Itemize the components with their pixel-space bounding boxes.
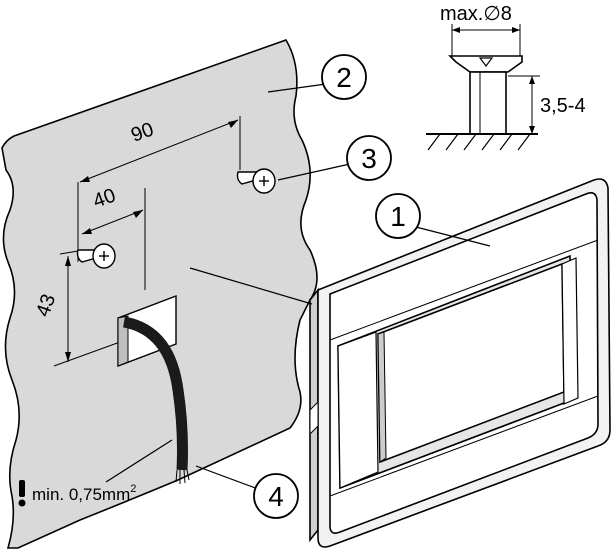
wall-dimensions	[53, 116, 241, 367]
callout-4: 4	[253, 473, 299, 519]
callout-3-label: 3	[361, 143, 377, 174]
warning-icon	[18, 480, 26, 507]
screw-height-label: 3,5-4	[540, 95, 586, 117]
screw-upper	[236, 168, 276, 194]
head-diameter-label: max.∅8	[440, 3, 512, 25]
screw-detail	[426, 24, 540, 151]
callout-3: 3	[346, 135, 392, 181]
callout-leaders	[105, 83, 491, 493]
note-text: min. 0,75mm	[32, 485, 130, 504]
callout-2: 2	[321, 54, 367, 100]
control-panel-device	[309, 178, 611, 548]
screw-lower	[76, 243, 116, 269]
wire-cross-section-note: min. 0,75mm2	[32, 483, 136, 504]
note-superscript: 2	[130, 483, 136, 495]
wall-surface	[1, 39, 318, 549]
callout-2-label: 2	[336, 62, 352, 93]
cable-wires	[175, 469, 190, 484]
cable	[122, 316, 188, 471]
callout-4-label: 4	[268, 481, 284, 512]
callout-1: 1	[375, 193, 421, 239]
callout-1-label: 1	[390, 201, 406, 232]
